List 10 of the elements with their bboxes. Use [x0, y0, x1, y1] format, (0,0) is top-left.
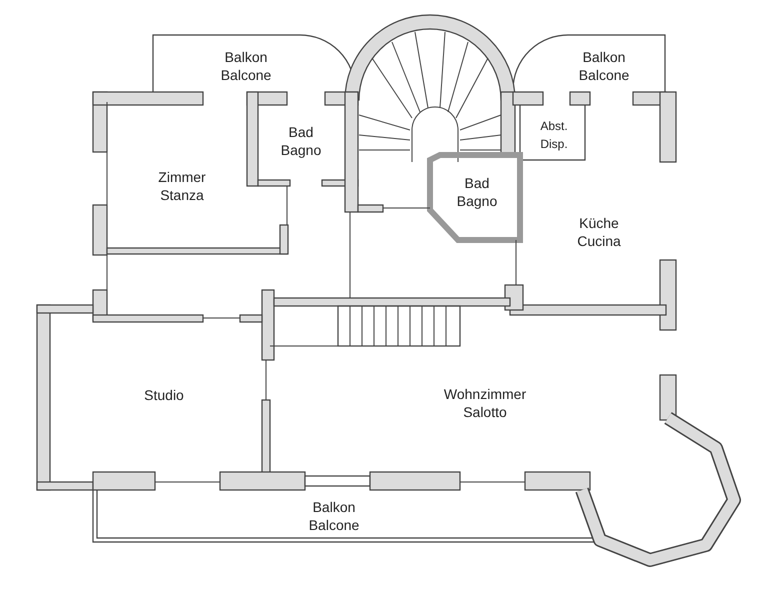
room-label: Zimmer Stanza — [158, 168, 206, 204]
room-label: Balkon Balcone — [220, 48, 272, 84]
room-label: Bad Bagno — [280, 123, 322, 159]
room-label: Balkon Balcone — [308, 498, 360, 534]
room-label: Bad Bagno — [456, 174, 498, 210]
room-label: Studio — [144, 386, 184, 404]
room-label: Wohnzimmer Salotto — [444, 385, 526, 421]
room-label: Küche Cucina — [577, 214, 621, 250]
room-label: Balkon Balcone — [578, 48, 630, 84]
room-label: Abst. Disp. — [540, 118, 568, 153]
